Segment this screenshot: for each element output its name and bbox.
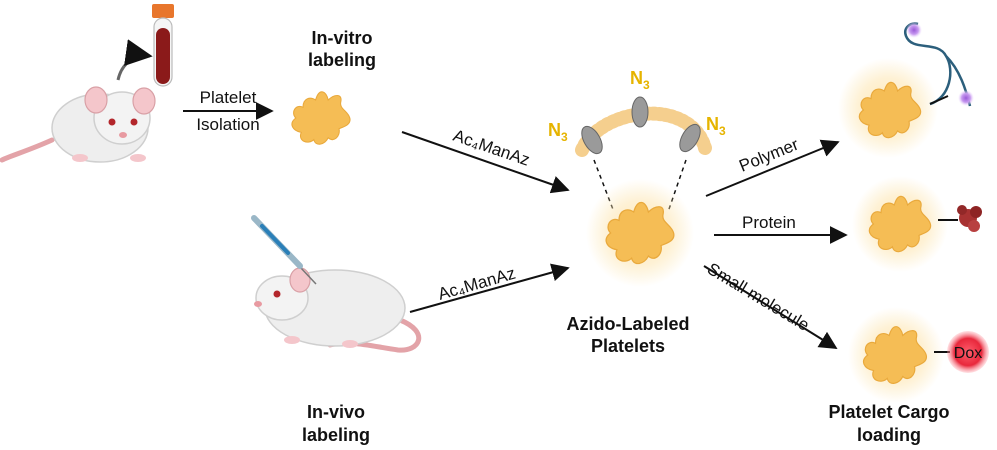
- protein-label: Protein: [742, 213, 796, 232]
- azide-label-left: N3: [548, 120, 568, 144]
- small-molecule-label: Small molecule: [704, 259, 813, 335]
- isolation-label-line1: Platelet: [200, 88, 257, 107]
- invivo-to-azido-arrow: [409, 263, 570, 313]
- invitro-label-line2: labeling: [308, 50, 376, 70]
- invitro-label-line1: In-vitro: [312, 28, 373, 48]
- cargo-label-line2: loading: [857, 425, 921, 445]
- protein-blob: [957, 205, 982, 232]
- small-molecule-arrow: [703, 265, 838, 349]
- polymer-end-top: [906, 22, 922, 38]
- membrane-arc: [575, 96, 712, 157]
- donor-mouse-illustration: [0, 86, 156, 163]
- dox-molecule: [947, 331, 989, 373]
- syringe-illustration: [251, 215, 317, 285]
- dox-label: Dox: [954, 345, 982, 362]
- cargo-label-line1: Platelet Cargo: [828, 402, 949, 422]
- polymer-linker: [929, 95, 949, 105]
- invivo-label-line2: labeling: [302, 425, 370, 445]
- zoom-line-right: [667, 159, 687, 213]
- invitro-platelet: [291, 91, 351, 145]
- azido-label-line1: Azido-Labeled: [566, 314, 689, 334]
- reagent-label-bottom: Ac₄ManAz: [436, 264, 518, 304]
- isolation-label-line2: Isolation: [196, 115, 259, 134]
- polymer-end-right: [958, 90, 974, 106]
- invitro-to-azido-arrow: [401, 131, 570, 194]
- zoom-line-left: [593, 159, 615, 213]
- azide-label-right: N3: [706, 114, 726, 138]
- blood-tube-illustration: [152, 4, 174, 87]
- invivo-label-line1: In-vivo: [307, 402, 365, 422]
- polymer-arrow: [705, 139, 840, 197]
- collection-arrow: [116, 39, 153, 81]
- azide-label-top: N3: [630, 68, 650, 92]
- injected-mouse-illustration: [254, 267, 422, 353]
- azido-label-line2: Platelets: [591, 336, 665, 356]
